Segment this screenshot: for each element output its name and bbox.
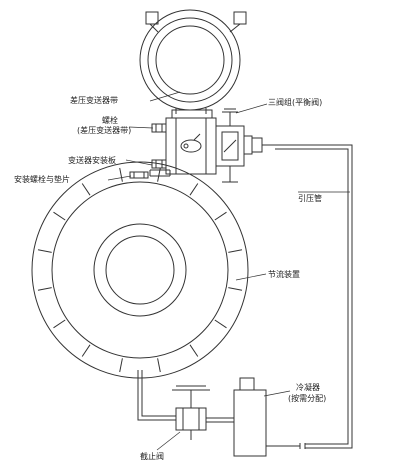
bolt-mark: [53, 319, 66, 329]
flange-bolts: [151, 123, 167, 169]
stop-valve: [172, 385, 210, 440]
bolt-mark: [157, 167, 161, 182]
mount-bolt-washer: [129, 171, 149, 179]
bolt-mark: [214, 319, 227, 329]
three-valve-manifold: [215, 108, 275, 183]
bolt-mark: [37, 287, 52, 291]
label-mount-plate: 变送器安装板: [68, 156, 116, 165]
bolt-mark: [189, 344, 199, 357]
leader-lines: [107, 91, 350, 451]
bolt-mark: [214, 211, 227, 221]
lower-pipe: [137, 370, 234, 423]
sensor-body: [165, 109, 217, 175]
label-stop-valve: 截止阀: [140, 452, 164, 461]
bolt-mark: [81, 183, 91, 196]
bolt-mark: [119, 358, 123, 373]
flange-bolt-marks: [37, 167, 243, 373]
label-three-valve: 三阀组(平衡阀): [268, 98, 323, 107]
bolt-mark: [189, 183, 199, 196]
bolt-mark: [228, 249, 243, 253]
bolt-mark: [53, 211, 66, 221]
label-throttle: 节流装置: [268, 270, 300, 279]
label-condenser-note: (按需分配): [288, 394, 327, 403]
label-bolt: 螺栓: [102, 116, 118, 125]
transmitter-housing: [139, 9, 247, 114]
label-condenser: 冷凝器: [296, 383, 320, 392]
label-transmitter: 差压变送器带: [70, 96, 118, 105]
bolt-mark: [119, 167, 123, 182]
throttle-device: [31, 161, 249, 379]
label-impulse-pipe: 引压管: [298, 194, 322, 203]
bolt-mark: [37, 249, 52, 253]
bolt-mark: [81, 344, 91, 357]
label-mount-bolt: 安装螺栓与垫片: [14, 175, 70, 184]
bolt-mark: [157, 358, 161, 373]
label-bolt-note: (差压变送器带): [77, 126, 132, 135]
condenser: [233, 377, 300, 457]
bolt-mark: [228, 287, 243, 291]
